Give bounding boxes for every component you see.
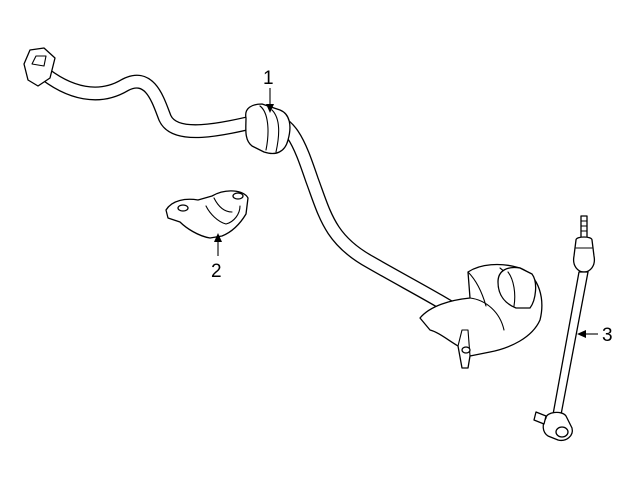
bar-bracket-right	[419, 263, 543, 369]
stabilizer-link	[533, 215, 596, 442]
bar-bushing-center	[245, 103, 291, 155]
callout-1-leader	[266, 88, 274, 113]
callout-1-label: 1	[263, 68, 274, 89]
callout-2-leader	[214, 233, 222, 256]
bushing-bracket-part	[165, 190, 249, 239]
callout-3-label: 3	[602, 325, 613, 346]
callout-3-leader	[577, 330, 598, 338]
callout-2-label: 2	[211, 261, 222, 282]
stabilizer-bar-left-end-hole	[31, 55, 47, 67]
stabilizer-bar-left-end	[23, 47, 56, 87]
stabilizer-bar	[23, 47, 477, 327]
